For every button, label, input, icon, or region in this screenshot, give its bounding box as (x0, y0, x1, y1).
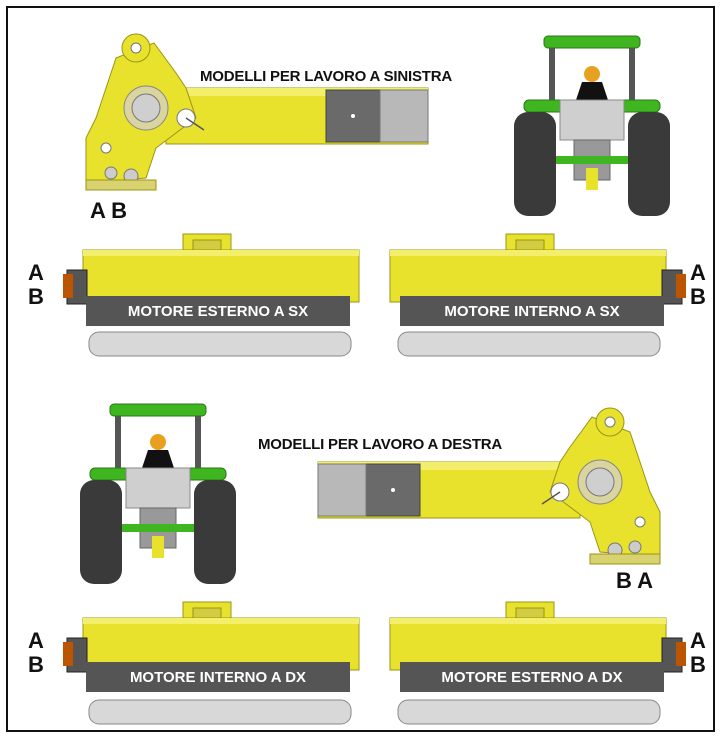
tractor-rear-view-top (514, 35, 670, 216)
diagram-frame: MODELLI PER LAVORO A SINISTRA A B (6, 6, 715, 732)
label-motore-esterno-dx: MOTORE ESTERNO A DX (400, 662, 664, 692)
heading-left-work: MODELLI PER LAVORO A SINISTRA (200, 68, 452, 85)
label-motore-esterno-sx: MOTORE ESTERNO A SX (86, 296, 350, 326)
letter-b-right-external: B (690, 652, 706, 677)
arm-mechanism-left (85, 33, 429, 191)
mower-body-left-internal (389, 233, 686, 357)
letters-b-a-bottom: B A (616, 568, 654, 593)
letter-a-left-internal: A (690, 260, 706, 285)
arm-mechanism-right (317, 407, 661, 565)
letter-a-right-external: A (690, 628, 706, 653)
tractor-rear-view-bottom (80, 403, 236, 584)
letter-b-left-external: B (28, 284, 44, 309)
letter-b-left-internal: B (690, 284, 706, 309)
label-motore-interno-dx: MOTORE INTERNO A DX (86, 662, 350, 692)
letter-a-right-internal: A (28, 628, 44, 653)
mower-body-right-external (389, 601, 686, 725)
mower-body-right-internal (63, 601, 360, 725)
label-motore-interno-sx: MOTORE INTERNO A SX (400, 296, 664, 326)
letters-a-b-top: A B (90, 198, 128, 223)
letter-b-right-internal: B (28, 652, 44, 677)
heading-right-work: MODELLI PER LAVORO A DESTRA (258, 436, 503, 453)
letter-a-left-external: A (28, 260, 44, 285)
mower-body-left-external (63, 233, 360, 357)
